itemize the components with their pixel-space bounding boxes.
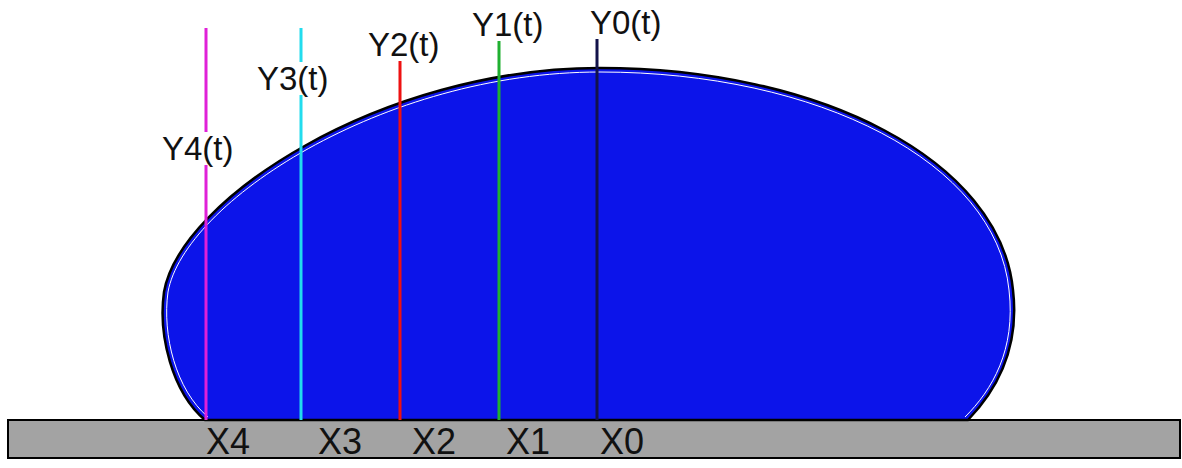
height-probe xyxy=(205,28,208,420)
droplet xyxy=(163,68,1015,420)
height-label: Y4(t) xyxy=(160,132,236,165)
position-label: X0 xyxy=(600,424,644,460)
height-probe xyxy=(596,28,599,420)
substrate xyxy=(8,420,1180,458)
height-label: Y0(t) xyxy=(588,6,664,39)
position-label: X1 xyxy=(506,424,550,460)
position-label: X2 xyxy=(412,424,456,460)
droplet-highlight xyxy=(167,72,1011,417)
height-probe xyxy=(399,48,402,420)
position-label: X4 xyxy=(206,424,250,460)
height-label: Y2(t) xyxy=(366,28,442,61)
position-label: X3 xyxy=(318,424,362,460)
height-label: Y3(t) xyxy=(255,62,331,95)
height-label: Y1(t) xyxy=(470,8,546,41)
height-probe xyxy=(498,28,501,420)
